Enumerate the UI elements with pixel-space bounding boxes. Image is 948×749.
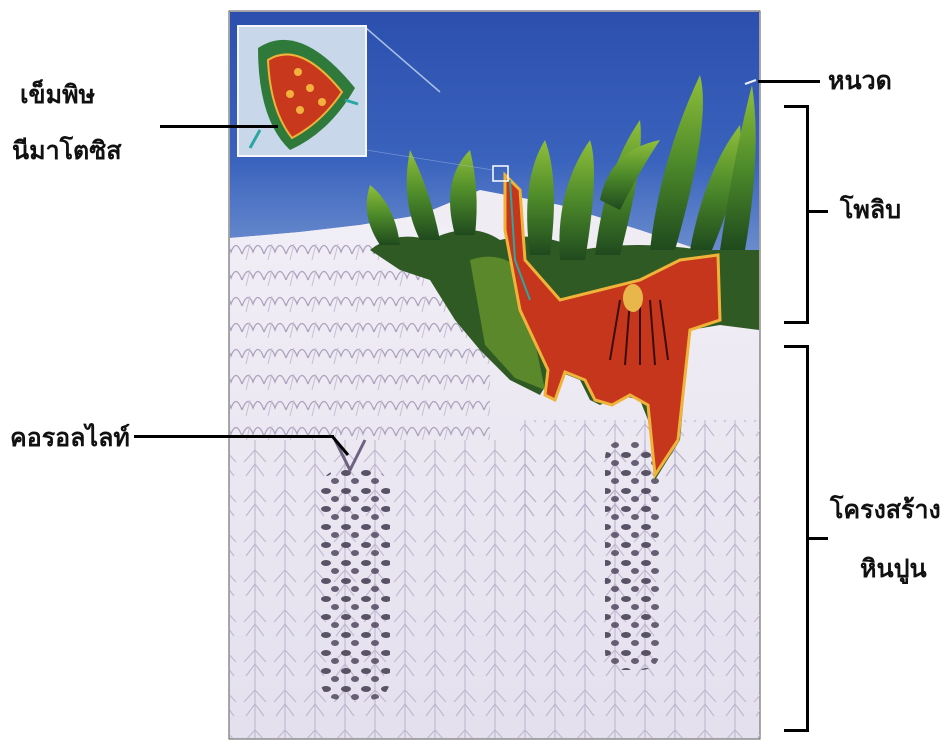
label-tentacle: หนวด bbox=[828, 68, 892, 93]
leader-line-tentacle bbox=[758, 80, 820, 83]
bracket-skeleton-tick bbox=[808, 537, 828, 540]
nematocyst-inset bbox=[238, 26, 366, 156]
label-skeleton-line1: โครงสร้าง bbox=[830, 497, 941, 522]
leader-line-nematocyst bbox=[160, 125, 278, 128]
corallite-tube-right bbox=[605, 440, 660, 670]
leader-line-corallite bbox=[134, 435, 334, 438]
bracket-polyp-top bbox=[784, 105, 808, 108]
label-toxic-needle-line2: นีมาโตซิส bbox=[12, 138, 122, 163]
bracket-skeleton-top bbox=[784, 345, 808, 348]
corallite-tube-left bbox=[320, 470, 390, 700]
label-corallite: คอรอลไลท์ bbox=[10, 425, 130, 450]
label-polyp: โพลิบ bbox=[840, 197, 901, 222]
bracket-polyp-bottom bbox=[784, 321, 808, 324]
polyp-mouth bbox=[623, 284, 643, 312]
label-skeleton-line2: หินปูน bbox=[860, 556, 927, 581]
bracket-polyp-vertical bbox=[806, 105, 809, 324]
bracket-skeleton-bottom bbox=[784, 729, 808, 732]
label-toxic-needle-line1: เข็มพิษ bbox=[20, 82, 95, 107]
bracket-polyp-tick bbox=[808, 210, 828, 213]
